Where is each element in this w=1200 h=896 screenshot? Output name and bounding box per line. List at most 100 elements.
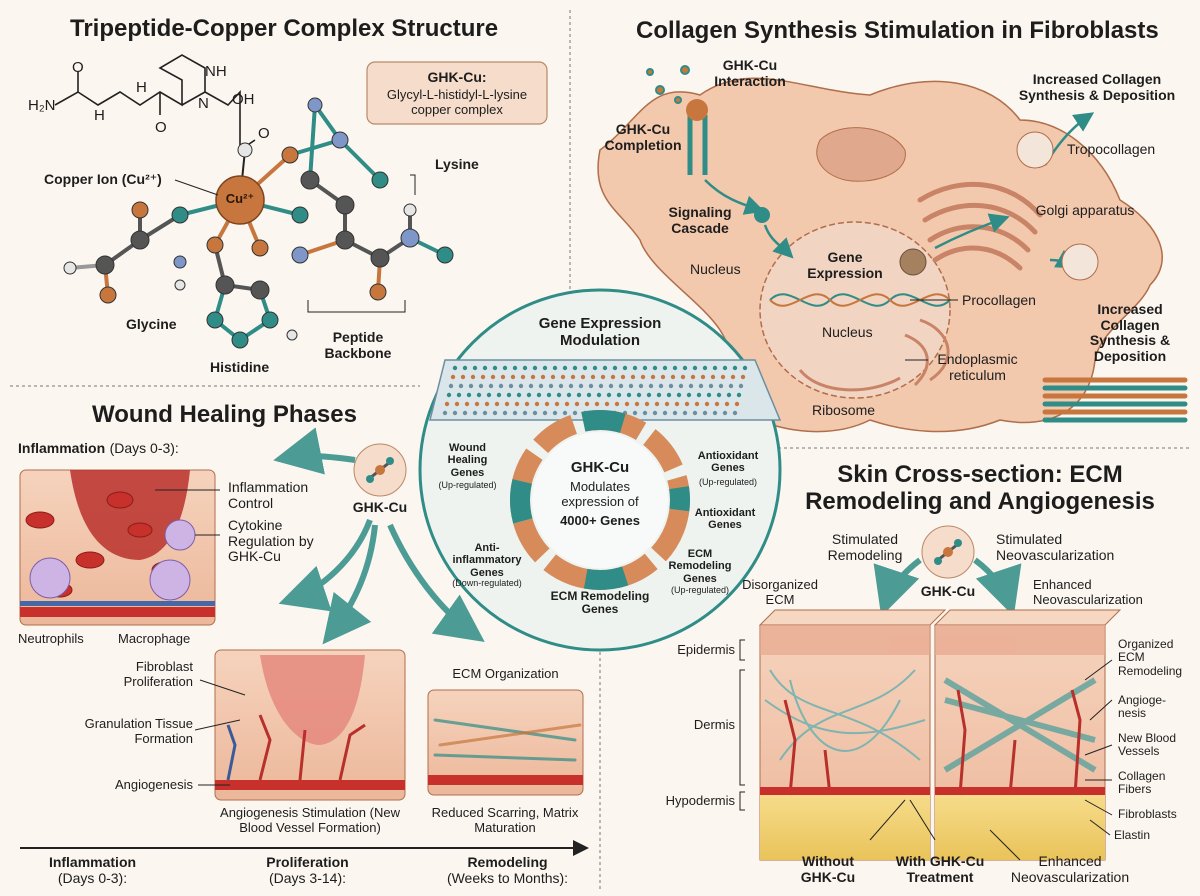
epidermis-bands bbox=[760, 625, 1105, 655]
signal-molecule bbox=[754, 207, 770, 223]
macrophage-cell bbox=[149, 559, 191, 601]
formula-o2: O bbox=[155, 119, 167, 136]
label-anti-inflam: Anti-inflammatory Genes bbox=[452, 542, 522, 579]
label-tropocollagen: Tropocollagen bbox=[1067, 141, 1156, 157]
label-fibroblasts: Fibroblasts bbox=[1118, 807, 1177, 821]
label-angio-stim: Angiogenesis Stimulation (New Blood Vess… bbox=[220, 805, 400, 835]
vessel-proliferation bbox=[215, 780, 405, 790]
remodeling-fibers bbox=[433, 718, 582, 762]
label-angio-br: Angioge-nesis bbox=[1118, 693, 1167, 721]
label-histidine: Histidine bbox=[210, 359, 270, 375]
label-with: With GHK-Cu Treatment bbox=[895, 853, 985, 885]
label-ghk-br: GHK-Cu bbox=[920, 583, 976, 599]
label-collagen-fibers: Collagen Fibers bbox=[1118, 769, 1166, 797]
label-new-vessels: New Blood Vessels bbox=[1118, 731, 1177, 759]
title-wound: Wound Healing Phases bbox=[92, 401, 357, 428]
timeline-inflammation-days: (Days 0-3): bbox=[57, 869, 128, 886]
vein-branches bbox=[226, 724, 237, 781]
timeline-remodeling-days: (Weeks to Months): bbox=[446, 869, 569, 886]
label-glycine: Glycine bbox=[126, 316, 177, 332]
microarray-dots bbox=[442, 365, 748, 416]
label-ecm-bottom: ECM Remodeling Genes bbox=[550, 589, 650, 617]
label-macrophage: Macrophage bbox=[118, 631, 191, 646]
label-anti-inflam-sub: (Down-regulated) bbox=[452, 578, 522, 588]
label-disorganized: Disorganized ECM bbox=[742, 577, 818, 607]
label-granulation: Granulation Tissue Formation bbox=[84, 716, 193, 746]
label-antiox-genes: Antioxidant Genes bbox=[697, 450, 759, 475]
label-wound-genes: Wound Healing Genes bbox=[447, 442, 488, 479]
skin-arrows bbox=[873, 557, 1022, 617]
formula-oh: OH bbox=[232, 91, 255, 108]
callout-box bbox=[366, 61, 548, 125]
callout-text: Glycyl-L-histidyl-L-lysine copper comple… bbox=[386, 87, 528, 117]
inflammation-head: Inflammation (Days 0-3): bbox=[18, 440, 179, 458]
title-tripeptide: Tripeptide-Copper Complex Structure bbox=[70, 15, 499, 42]
label-cytokine: Cytokine Regulation by GHK-Cu bbox=[228, 517, 314, 565]
label-er: Endoplasmic reticulum bbox=[937, 351, 1018, 383]
vessel-remodeling bbox=[428, 775, 583, 785]
vessel-right bbox=[935, 787, 1105, 795]
timeline-proliferation-days: (Days 3-14): bbox=[268, 869, 347, 886]
label-golgi: Golgi apparatus bbox=[1035, 202, 1135, 218]
vesicle-right bbox=[1061, 243, 1099, 281]
label-increased-bottom: Increased Collagen Synthesis & Depositio… bbox=[1089, 301, 1171, 365]
label-copper-ion: Copper Ion (Cu²⁺) bbox=[44, 171, 162, 187]
label-fibroblast-prolif: Fibroblast Proliferation bbox=[123, 659, 193, 689]
timeline-remodeling: Remodeling (Weeks to Months): bbox=[430, 854, 585, 886]
collagen-bundle bbox=[1042, 377, 1188, 423]
skin-block-right-top bbox=[933, 609, 1122, 626]
ring-bold: 4000+ Genes bbox=[560, 513, 640, 528]
disorganized-fibers bbox=[764, 669, 926, 761]
inflammation-head-name: Inflammation bbox=[18, 440, 106, 456]
label-ecm-right: ECM Remodeling Genes bbox=[668, 548, 732, 585]
fat-left bbox=[760, 795, 930, 860]
granulation-area bbox=[260, 655, 365, 745]
formula-h2n: H₂N bbox=[28, 97, 56, 114]
vessel-inflammation bbox=[20, 607, 215, 617]
remodeling-tissue bbox=[427, 689, 584, 796]
label-increased-top: Increased Collagen Synthesis & Depositio… bbox=[1018, 71, 1176, 103]
ring-text: Modulates expression of bbox=[561, 479, 639, 509]
timeline-proliferation: Proliferation (Days 3-14): bbox=[245, 854, 370, 886]
label-peptide-backbone: Peptide Backbone bbox=[324, 329, 392, 361]
organized-fibers bbox=[943, 677, 1097, 773]
quadrant-dividers bbox=[10, 10, 1190, 890]
label-nucleus-outer: Nucleus bbox=[690, 261, 741, 277]
ghk-cu-icon-br bbox=[921, 525, 975, 579]
label-reduced-scarring: Reduced Scarring, Matrix Maturation bbox=[431, 805, 579, 835]
label-hypodermis: Hypodermis bbox=[665, 793, 735, 808]
label-nucleus-inner: Nucleus bbox=[822, 324, 873, 340]
skin-pointers bbox=[869, 659, 1113, 861]
label-gene-expression: Gene Expression bbox=[807, 249, 883, 281]
neutrophil-cell bbox=[29, 557, 71, 599]
label-lysine: Lysine bbox=[435, 156, 479, 172]
label-ecm-org: ECM Organization bbox=[452, 666, 559, 681]
receptor bbox=[687, 115, 708, 175]
label-ecm-right-sub: (Up-regulated) bbox=[670, 585, 730, 595]
fibroblast-pointers bbox=[905, 299, 958, 361]
label-antiox-sub: (Up-regulated) bbox=[698, 477, 758, 487]
label-ghk-bl: GHK-Cu bbox=[352, 499, 408, 515]
timeline-proliferation-name: Proliferation bbox=[266, 854, 349, 870]
timeline-remodeling-name: Remodeling bbox=[467, 854, 548, 870]
label-without: Without GHK-Cu bbox=[800, 853, 856, 885]
formula-h2: H bbox=[136, 79, 147, 96]
formula-n: N bbox=[198, 95, 209, 112]
ghk-particles bbox=[646, 65, 690, 104]
ghk-cu-icon-bl bbox=[353, 443, 407, 497]
title-skin: Skin Cross-section: ECM Remodeling and A… bbox=[805, 461, 1155, 515]
fat-right bbox=[935, 795, 1105, 860]
cell-organelle bbox=[816, 127, 906, 182]
vessel-branches bbox=[258, 714, 366, 781]
label-dermis: Dermis bbox=[693, 717, 735, 732]
mol-pointers bbox=[174, 174, 416, 313]
formula-h1: H bbox=[94, 107, 105, 124]
cytokine-cell bbox=[164, 519, 196, 551]
er-membranes bbox=[798, 318, 950, 392]
callout-title: GHK-Cu: bbox=[427, 69, 487, 85]
label-angiogenesis: Angiogenesis bbox=[114, 777, 193, 792]
skin-block-left-top bbox=[758, 609, 947, 626]
ribosome-dot bbox=[899, 248, 927, 276]
label-epidermis: Epidermis bbox=[677, 642, 735, 657]
skin-brackets bbox=[739, 639, 745, 811]
